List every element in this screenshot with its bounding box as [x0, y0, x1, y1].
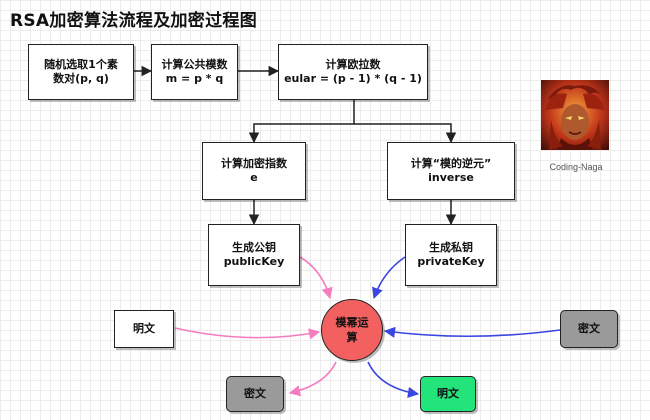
arrow-euler-to-e — [248, 100, 355, 144]
modular-exponentiation-node: 模幂运 算 — [321, 299, 383, 361]
inverse-line1: 计算“模的逆元” — [410, 157, 492, 170]
private-key-line2: privateKey — [417, 255, 485, 268]
enc-exp-line1: 计算加密指数 — [221, 157, 287, 170]
modulus-box: 计算公共模数 m = p * q — [151, 44, 238, 100]
ciphertext-output-label: 密文 — [244, 387, 266, 400]
arrow-center-to-ciphertext — [288, 361, 337, 397]
center-line2: 算 — [346, 331, 358, 344]
enc-exp-line2: e — [250, 171, 258, 184]
center-line1: 模幂运 — [335, 316, 369, 329]
inverse-line2: inverse — [428, 171, 474, 184]
author-avatar — [541, 80, 609, 150]
avatar-illustration — [541, 80, 609, 150]
modular-inverse-box: 计算“模的逆元” inverse — [387, 142, 515, 200]
arrow-publickey-to-center — [299, 256, 333, 300]
plaintext-output-box: 明文 — [420, 376, 476, 412]
public-key-box: 生成公钥 publicKey — [208, 224, 300, 286]
private-key-box: 生成私钥 privateKey — [405, 224, 497, 286]
ciphertext-output-box: 密文 — [226, 376, 284, 412]
public-key-line2: publicKey — [223, 255, 285, 268]
pick-primes-line1: 随机选取1个素 — [44, 58, 118, 71]
euler-line2: eular = (p - 1) * (q - 1) — [284, 72, 422, 85]
pick-primes-line2: 数对(p, q) — [53, 72, 109, 85]
ciphertext-input-label: 密文 — [578, 322, 600, 335]
private-key-line1: 生成私钥 — [429, 241, 473, 254]
modulus-line1: 计算公共模数 — [161, 58, 228, 71]
arrow-euler-to-inverse — [354, 123, 457, 144]
euler-box: 计算欧拉数 eular = (p - 1) * (q - 1) — [278, 44, 428, 100]
page-title: RSA加密算法流程及加密过程图 — [10, 11, 257, 31]
euler-line1: 计算欧拉数 — [325, 58, 381, 71]
arrow-plaintext-to-center — [174, 327, 321, 340]
arrow-ciphertext-to-center — [383, 326, 561, 338]
arrow-privatekey-to-center — [372, 256, 406, 300]
plaintext-input-box: 明文 — [114, 310, 174, 348]
ciphertext-input-box: 密文 — [560, 310, 618, 348]
author-name: Coding-Naga — [549, 162, 603, 172]
arrow-center-to-plaintext — [367, 361, 420, 398]
modulus-line2: m = p * q — [165, 72, 224, 85]
plaintext-input-label: 明文 — [133, 322, 155, 335]
encryption-exponent-box: 计算加密指数 e — [202, 142, 306, 200]
pick-primes-box: 随机选取1个素 数对(p, q) — [28, 44, 134, 100]
public-key-line1: 生成公钥 — [232, 241, 276, 254]
plaintext-output-label: 明文 — [437, 387, 459, 400]
